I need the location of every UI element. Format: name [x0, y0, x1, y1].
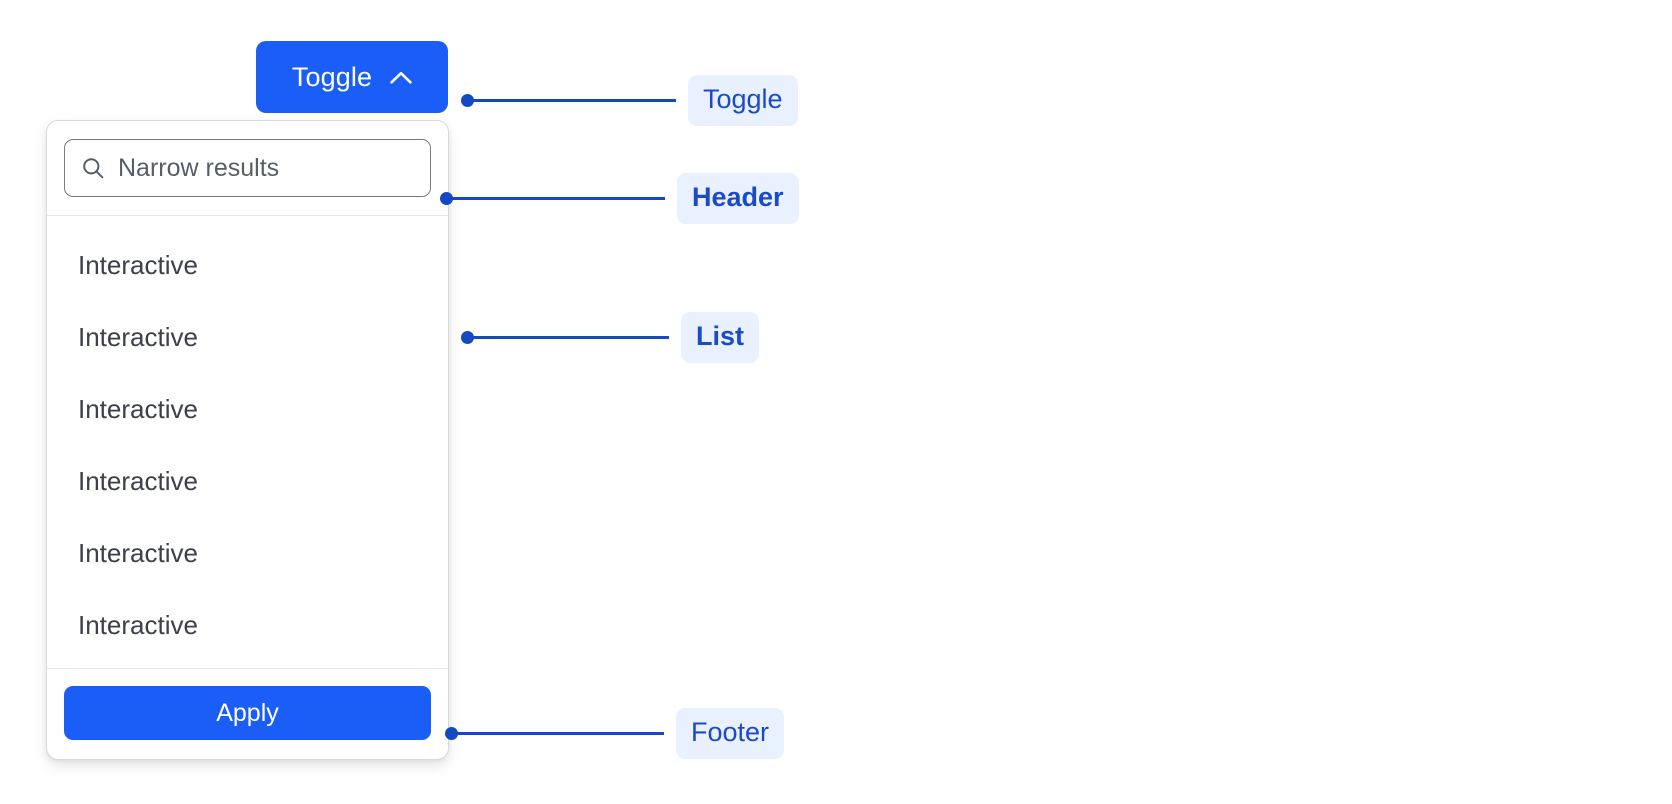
annotation-dot	[461, 94, 474, 107]
annotation-leader-line	[457, 732, 664, 735]
list-item[interactable]: Interactive	[47, 589, 448, 661]
panel-list: Interactive Interactive Interactive Inte…	[47, 216, 448, 668]
toggle-button[interactable]: Toggle	[256, 41, 448, 113]
list-item-label: Interactive	[78, 250, 198, 280]
list-item-label: Interactive	[78, 610, 198, 640]
annotation-dot	[445, 727, 458, 740]
annotation-leader-line	[473, 99, 676, 102]
list-item[interactable]: Interactive	[47, 373, 448, 445]
list-item[interactable]: Interactive	[47, 229, 448, 301]
list-item[interactable]: Interactive	[47, 301, 448, 373]
annotation-leader-line	[473, 336, 669, 339]
annotation-label-footer: Footer	[676, 708, 785, 759]
annotation-header: Header	[440, 173, 799, 224]
annotation-dot	[461, 331, 474, 344]
list-item-label: Interactive	[78, 466, 198, 496]
dropdown-panel: Narrow results Interactive Interactive I…	[46, 120, 449, 760]
toggle-button-label: Toggle	[291, 61, 373, 92]
list-item-label: Interactive	[78, 538, 198, 568]
list-item[interactable]: Interactive	[47, 445, 448, 517]
annotation-dot	[440, 192, 453, 205]
chevron-up-icon	[390, 71, 412, 84]
annotation-label-toggle: Toggle	[688, 75, 798, 126]
list-item-label: Interactive	[78, 322, 198, 352]
search-icon	[83, 158, 104, 179]
panel-header: Narrow results	[47, 121, 448, 216]
annotation-toggle: Toggle	[461, 75, 798, 126]
panel-footer: Apply	[47, 668, 448, 759]
annotation-list: List	[461, 312, 760, 363]
search-input-placeholder: Narrow results	[118, 153, 280, 182]
list-item-label: Interactive	[78, 394, 198, 424]
annotation-footer: Footer	[445, 708, 785, 759]
apply-button[interactable]: Apply	[64, 686, 431, 740]
annotation-label-list: List	[681, 312, 760, 363]
search-input[interactable]: Narrow results	[64, 139, 431, 197]
list-item[interactable]: Interactive	[47, 517, 448, 589]
annotation-leader-line	[452, 197, 665, 200]
annotation-label-header: Header	[677, 173, 799, 224]
